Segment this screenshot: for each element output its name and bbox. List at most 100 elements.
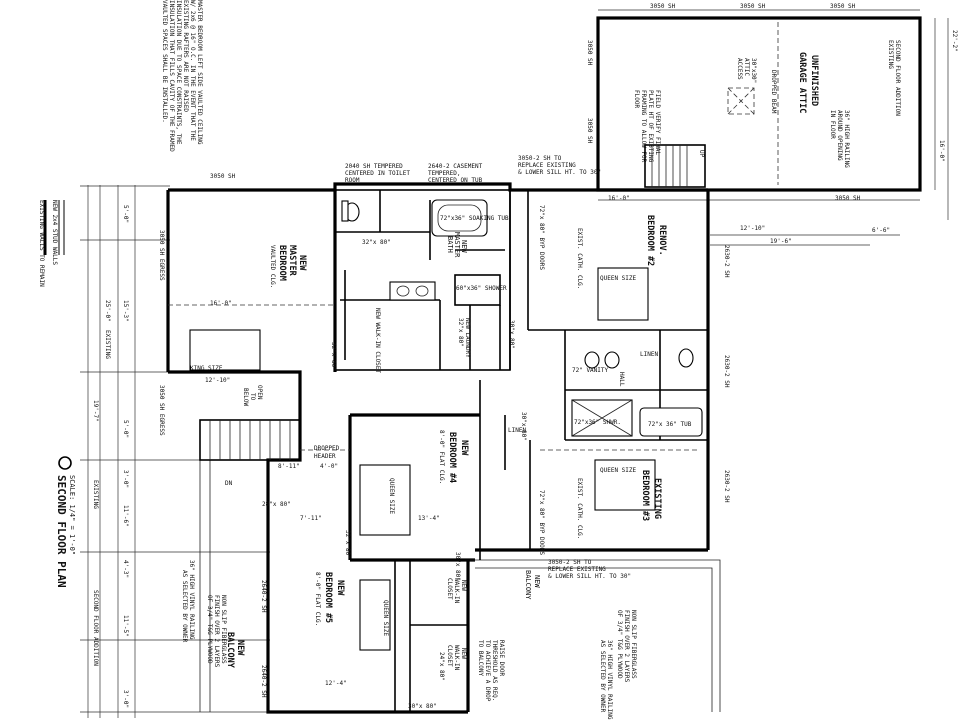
window-annotations: 3050 SH 2040 SH TEMPERED CENTERED IN TOI… <box>158 155 730 720</box>
svg-text:AROUND OPENING: AROUND OPENING <box>836 110 843 161</box>
svg-text:EXISTING RAFTERS ARE NOT RAISE: EXISTING RAFTERS ARE NOT RAISED <box>182 0 189 112</box>
svg-text:NEW: NEW <box>235 640 245 656</box>
svg-text:3'-0": 3'-0" <box>122 690 129 708</box>
svg-text:72" VANITY: 72" VANITY <box>572 367 609 374</box>
svg-text:WALK-IN: WALK-IN <box>453 645 460 671</box>
svg-text:36" HIGH VINYL RAILING: 36" HIGH VINYL RAILING <box>606 640 613 720</box>
walk-in-closets: NEW WALK-IN CLOSET NEW WALK-IN CLOSET NE… <box>374 308 467 671</box>
svg-text:SECOND FLOOR ADDITION: SECOND FLOOR ADDITION <box>894 40 901 116</box>
svg-text:22'-2": 22'-2" <box>951 30 958 52</box>
svg-text:12'-10": 12'-10" <box>205 377 230 384</box>
left-dimensions: 5'-0" 15'-3" 25'-0" 19'-7" 5'-0" 3'-0" 1… <box>80 185 270 718</box>
svg-text:3050 SH: 3050 SH <box>830 3 856 10</box>
svg-text:NEW: NEW <box>533 575 541 588</box>
svg-text:30"x 80": 30"x 80" <box>520 412 527 441</box>
svg-text:25'-0": 25'-0" <box>104 300 111 322</box>
svg-text:4'-3": 4'-3" <box>122 560 129 578</box>
svg-text:IN FLOOR: IN FLOOR <box>829 110 836 139</box>
room-master-bath: NEW MASTER BATH 72"x36" SOAKING TUB 60"x… <box>440 215 509 292</box>
svg-text:72"x 80" BYP DOORS: 72"x 80" BYP DOORS <box>538 205 545 270</box>
svg-text:MASTER: MASTER <box>453 232 461 258</box>
svg-text:72"x36" SHWR.: 72"x36" SHWR. <box>574 419 621 426</box>
svg-text:72"x 36" TUB: 72"x 36" TUB <box>648 421 692 428</box>
svg-text:& LOWER SILL HT. TO 30": & LOWER SILL HT. TO 30" <box>548 573 631 580</box>
svg-text:FLOOR: FLOOR <box>633 90 640 108</box>
svg-text:3050 SH: 3050 SH <box>835 195 861 202</box>
svg-text:30"x 80": 30"x 80" <box>408 703 437 710</box>
svg-text:& LOWER SILL HT. TO 30": & LOWER SILL HT. TO 30" <box>518 169 601 176</box>
garage-attic: 16'-0" 22'-2" SECOND FLOOR ADDITION EXIS… <box>586 3 958 220</box>
svg-text:GARAGE ATTIC: GARAGE ATTIC <box>797 52 807 113</box>
svg-text:28"x 80": 28"x 80" <box>262 501 291 508</box>
svg-text:DN: DN <box>225 480 233 487</box>
svg-text:RENOV.: RENOV. <box>657 225 667 256</box>
svg-text:BATH: BATH <box>446 236 454 253</box>
svg-text:RAISE DOOR: RAISE DOOR <box>498 640 505 677</box>
svg-text:BALCONY: BALCONY <box>524 570 532 600</box>
balconies: NEW BALCONY NEW BALCONY <box>225 570 541 669</box>
svg-text:3050 SH: 3050 SH <box>586 118 593 144</box>
svg-text:AS SELECTED BY OWNER: AS SELECTED BY OWNER <box>181 570 188 643</box>
room-bedroom-4: NEW BEDROOM #4 8'-0" FLAT CLG. QUEEN SIZ… <box>388 430 469 522</box>
svg-text:2640-2 CASEMENT: 2640-2 CASEMENT <box>428 163 483 170</box>
svg-text:30"x30": 30"x30" <box>750 58 757 83</box>
svg-text:19'-7": 19'-7" <box>92 400 99 422</box>
door-labels: 32"x 80" 32"x 80" 30"x 80" 30"x 80" 28"x… <box>262 239 527 710</box>
svg-text:DROPPED: DROPPED <box>314 445 340 452</box>
svg-text:EXISTING: EXISTING <box>652 478 662 519</box>
svg-text:UNFINISHED: UNFINISHED <box>809 55 819 106</box>
svg-text:2630-2 SH: 2630-2 SH <box>723 245 730 278</box>
hall-bath-labels: 72" VANITY LINEN LINEN 72"x36" SHWR. 72"… <box>457 318 692 434</box>
svg-text:BEDROOM #2: BEDROOM #2 <box>645 215 655 266</box>
svg-text:ACCESS: ACCESS <box>736 58 743 80</box>
svg-text:2040 SH TEMPERED: 2040 SH TEMPERED <box>345 163 403 170</box>
svg-text:INSULATION DUE TO SPACE CONSTR: INSULATION DUE TO SPACE CONSTRAINTS, THE <box>175 0 182 145</box>
svg-text:ATTIC: ATTIC <box>743 58 750 76</box>
svg-text:72"x36" SOAKING TUB: 72"x36" SOAKING TUB <box>440 215 509 222</box>
svg-text:WALK-IN: WALK-IN <box>453 578 460 604</box>
svg-text:3050 SH: 3050 SH <box>586 40 593 66</box>
svg-text:3'-0": 3'-0" <box>122 470 129 488</box>
svg-text:8'-0" FLAT CLG.: 8'-0" FLAT CLG. <box>314 572 321 626</box>
plan-title: SECOND FLOOR PLAN SCALE: 1/4" = 1'-0" <box>55 456 76 588</box>
legend-new: NEW 2x4 STUD WALLS <box>51 200 58 265</box>
svg-text:30"x 80": 30"x 80" <box>508 320 515 349</box>
svg-text:OF 3/4" T&G PLYWOOD: OF 3/4" T&G PLYWOOD <box>206 595 213 664</box>
svg-text:ROOM: ROOM <box>345 177 360 184</box>
svg-text:KING SIZE: KING SIZE <box>190 365 223 372</box>
svg-text:32"x 80": 32"x 80" <box>330 342 337 371</box>
svg-text:CENTERED ON TUB: CENTERED ON TUB <box>428 177 483 184</box>
svg-text:NON SLIP FIBERGLASS: NON SLIP FIBERGLASS <box>630 610 637 679</box>
svg-text:2630-2 SH: 2630-2 SH <box>723 355 730 388</box>
svg-text:EXIST. CATH. CLG.: EXIST. CATH. CLG. <box>576 478 583 539</box>
room-bedroom-5: NEW BEDROOM #5 8'-0" FLAT CLG. QUEEN SIZ… <box>314 572 389 687</box>
svg-text:8'-0" FLAT CLG.: 8'-0" FLAT CLG. <box>438 430 445 484</box>
svg-text:NON SLIP FIBERGLASS: NON SLIP FIBERGLASS <box>220 595 227 664</box>
svg-text:11'-5": 11'-5" <box>122 615 129 637</box>
svg-text:NEW WALK-IN CLOSET: NEW WALK-IN CLOSET <box>374 308 381 373</box>
svg-text:BEDROOM #4: BEDROOM #4 <box>447 432 457 483</box>
room-bedroom-2: RENOV. BEDROOM #2 EXIST. CATH. CLG. QUEE… <box>538 205 667 289</box>
svg-text:12'-10": 12'-10" <box>740 225 765 232</box>
svg-text:OPEN: OPEN <box>256 385 263 400</box>
svg-text:16'-0": 16'-0" <box>608 195 630 202</box>
svg-text:3050-2 SH TO: 3050-2 SH TO <box>518 155 562 162</box>
svg-text:7'-11": 7'-11" <box>300 515 322 522</box>
svg-text:TO: TO <box>249 393 256 401</box>
svg-text:30"x 80": 30"x 80" <box>454 552 461 581</box>
svg-text:THRESHOLD AS REQ.: THRESHOLD AS REQ. <box>491 640 498 701</box>
svg-text:BALCONY: BALCONY <box>225 632 235 669</box>
svg-text:NEW LAUNDRY: NEW LAUNDRY <box>464 318 471 358</box>
svg-text:2630-2 SH: 2630-2 SH <box>723 470 730 503</box>
room-master-bedroom: NEW MASTER BEDROOM VAULTED CLG. KING SIZ… <box>190 245 307 372</box>
svg-text:NEW: NEW <box>297 255 307 271</box>
svg-text:EXISTING: EXISTING <box>887 40 894 69</box>
svg-text:BEDROOM #5: BEDROOM #5 <box>323 572 333 623</box>
stair-labels: OPEN TO BELOW DROPPED HEADER DN <box>225 385 340 487</box>
room-labels: NEW MASTER BEDROOM VAULTED CLG. KING SIZ… <box>190 205 692 687</box>
svg-text:DROPPED BEAM: DROPPED BEAM <box>770 70 777 114</box>
svg-text:4'-0": 4'-0" <box>320 463 338 470</box>
svg-text:AS SELECTED BY OWNER: AS SELECTED BY OWNER <box>599 640 606 713</box>
svg-text:QUEEN SIZE: QUEEN SIZE <box>388 478 395 515</box>
